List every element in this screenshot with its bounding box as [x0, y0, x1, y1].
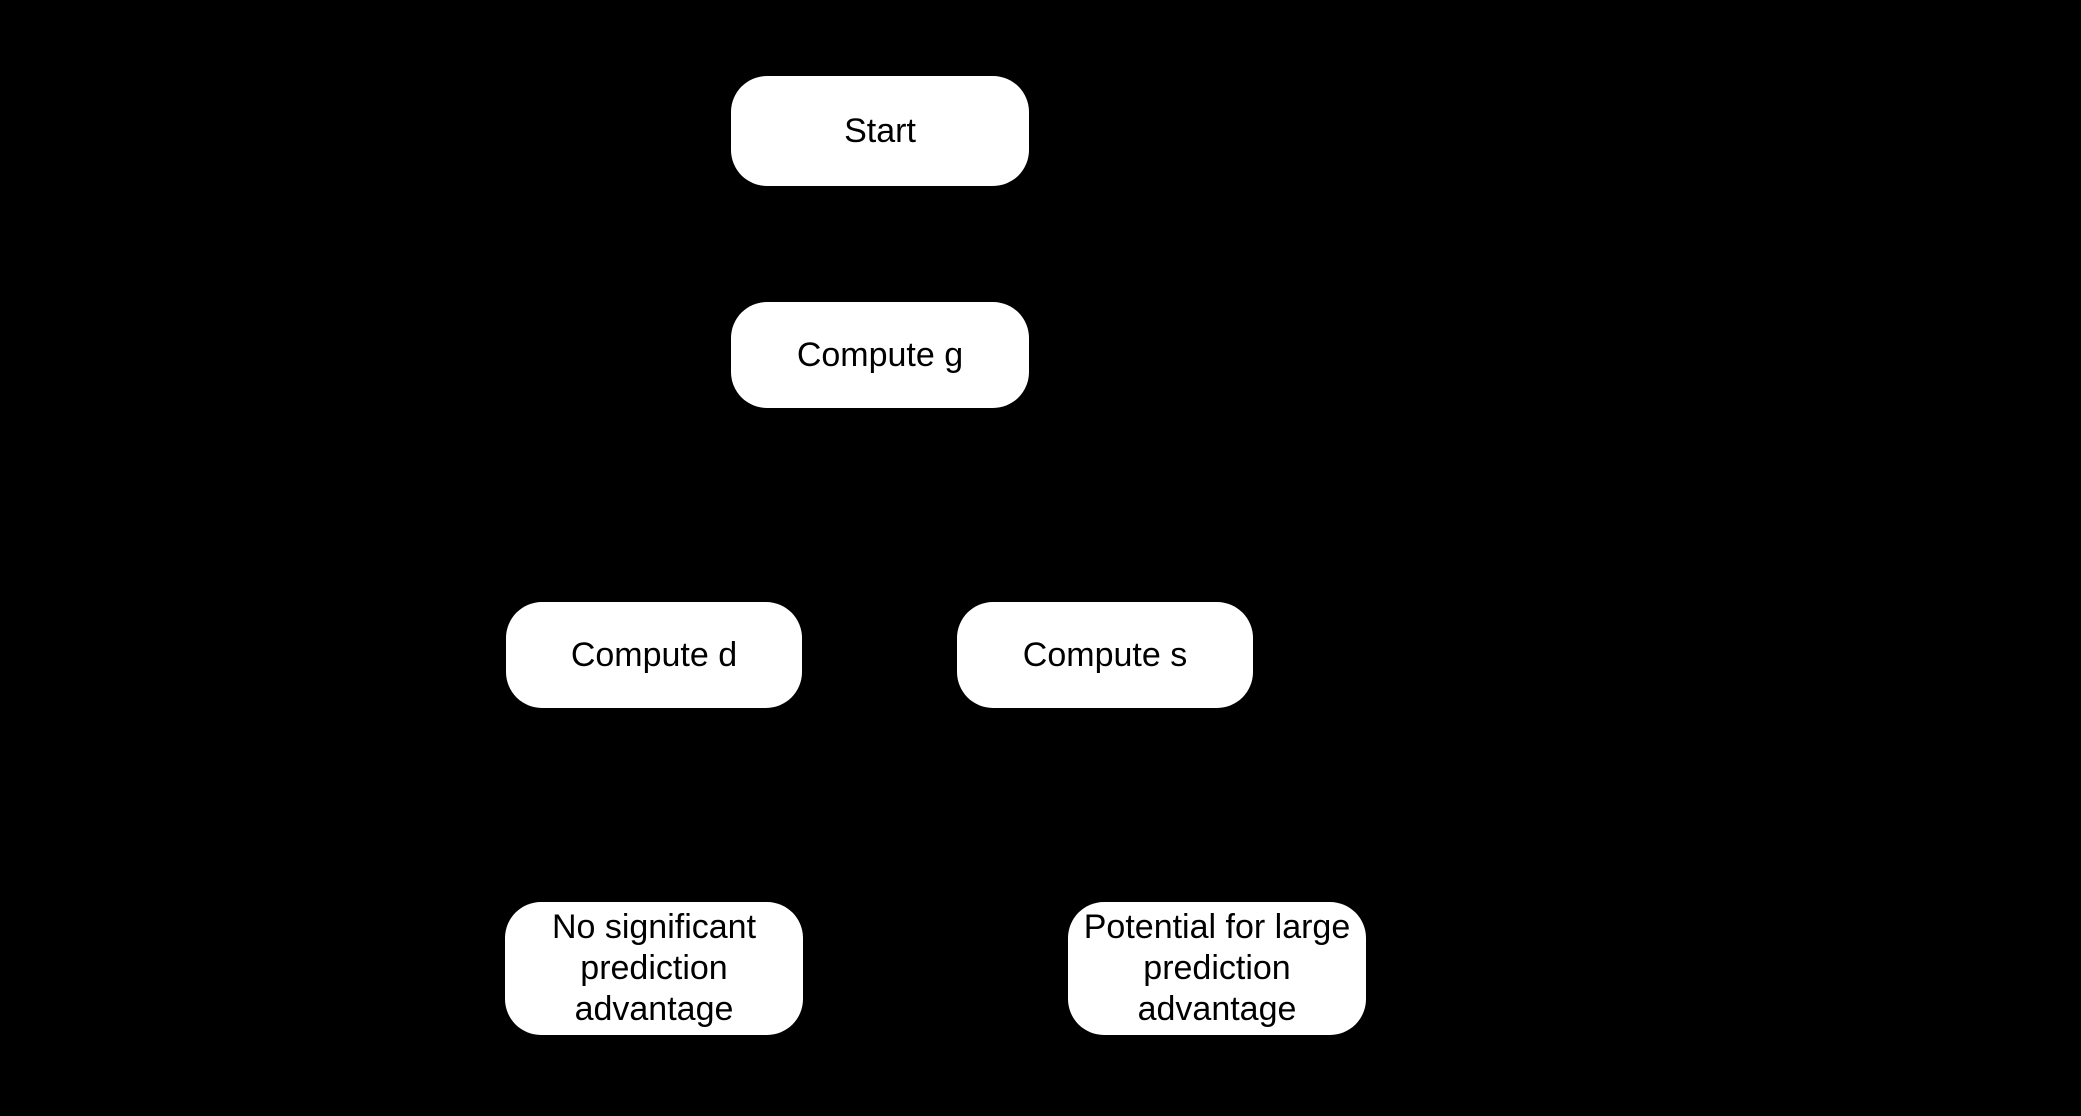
flowchart-node-compute-g: Compute g: [731, 302, 1029, 408]
flowchart-node-compute-s: Compute s: [957, 602, 1253, 708]
flowchart-node-start: Start: [731, 76, 1029, 186]
flowchart-node-outcome-no-advantage: No significant prediction advantage: [505, 902, 803, 1035]
flowchart-node-compute-d: Compute d: [506, 602, 802, 708]
flowchart-node-outcome-potential-advantage: Potential for large prediction advantage: [1068, 902, 1366, 1035]
